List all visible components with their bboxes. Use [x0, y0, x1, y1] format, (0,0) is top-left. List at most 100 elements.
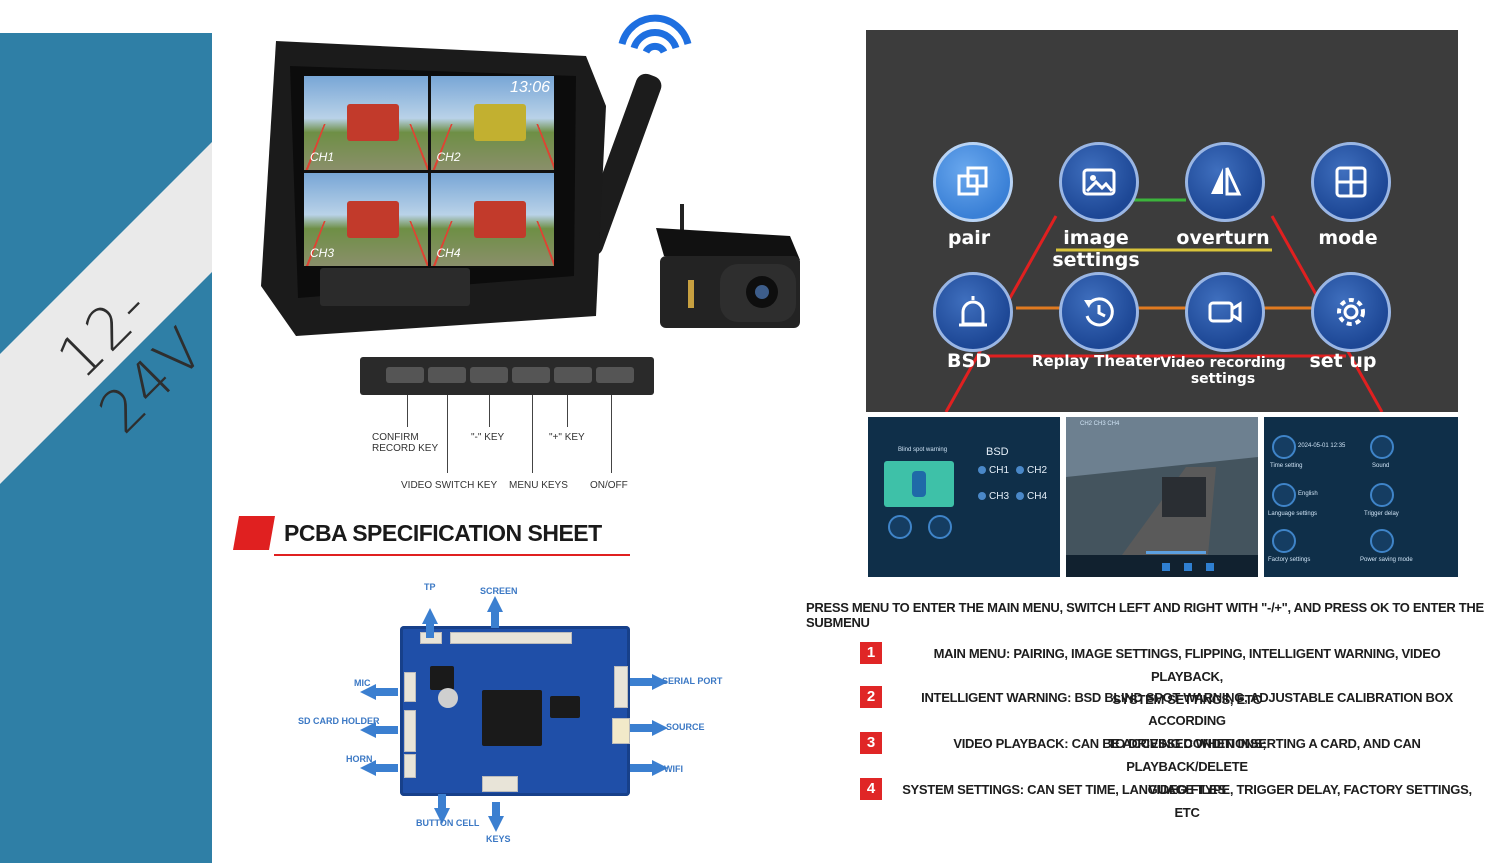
source-connector: [612, 718, 630, 744]
clock-icon[interactable]: [1272, 435, 1296, 459]
menu-mode-label: mode: [1318, 227, 1378, 249]
wifi-signal-icon: [618, 14, 692, 54]
pair-icon: [957, 166, 988, 196]
alarm-icon: [959, 296, 987, 327]
menu-mode-button[interactable]: [1311, 142, 1391, 222]
wireless-camera: [656, 204, 800, 328]
screen-connector: [450, 632, 572, 644]
pcb-board: [400, 626, 630, 796]
camera-view-ch4: CH4: [430, 172, 554, 266]
power-saving-icon[interactable]: [1370, 529, 1394, 553]
pcb-label-source: SOURCE: [666, 722, 705, 732]
channel-label: CH4: [436, 246, 461, 260]
grid-icon: [1335, 166, 1367, 198]
menu-video-recording-label: Video recording settings: [1160, 355, 1286, 387]
pcb-label-keys: KEYS: [486, 834, 511, 844]
bsd-ch1-toggle[interactable]: CH1: [978, 465, 1009, 476]
settings-item-trigger: Trigger delay: [1364, 511, 1399, 517]
plus-key-label: "+" KEY: [549, 432, 585, 443]
channel-label: CH3: [310, 246, 335, 260]
bsd-screen-thumbnail: Blind spot warning BSD CH1 CH2 CH3 CH4: [868, 417, 1060, 577]
pcba-title: PCBA SPECIFICATION SHEET: [284, 520, 602, 546]
menu-setup-label: set up: [1309, 350, 1377, 372]
bsd-ch4-toggle[interactable]: CH4: [1016, 491, 1047, 502]
camera-view-ch2: 13:06 CH2: [430, 76, 554, 170]
sound-icon[interactable]: [1370, 435, 1394, 459]
pcb-label-mic: MIC: [354, 678, 371, 688]
mic-connector: [404, 672, 416, 702]
factory-reset-icon[interactable]: [1272, 529, 1296, 553]
menu-pair-button[interactable]: [933, 142, 1013, 222]
channel-label: CH1: [310, 149, 335, 164]
settings-item-factory: Factory settings: [1268, 557, 1311, 563]
video-camera-icon: [1208, 301, 1242, 323]
instruction-number: 4: [860, 778, 882, 800]
calibration-icon[interactable]: [888, 515, 912, 539]
voltage-band: 12-24V: [0, 33, 212, 863]
pcb-label-sd-card: SD CARD HOLDER: [298, 716, 380, 726]
menu-image-settings-button[interactable]: [1059, 142, 1139, 222]
menu-image-settings-label: image settings: [1052, 227, 1140, 271]
pcba-underline: [274, 554, 630, 556]
small-chip: [430, 666, 454, 690]
playback-screen-thumbnail: CH2 CH3 CH4: [1066, 417, 1258, 577]
bsd-ch3-toggle[interactable]: CH3: [978, 491, 1009, 502]
bsd-title: BSD: [986, 446, 1009, 458]
menu-bsd-label: BSD: [947, 350, 991, 372]
pcb-label-tp: TP: [424, 582, 436, 592]
serial-port-connector: [614, 666, 628, 708]
settings-date: 2024-05-01 12:35: [1298, 443, 1346, 449]
bsd-ch2-toggle[interactable]: CH2: [1016, 465, 1047, 476]
monitor-button-strip: [360, 357, 654, 395]
minus-button[interactable]: [470, 367, 508, 383]
confirm-record-button[interactable]: [386, 367, 424, 383]
pcb-label-serial-port: SERIAL PORT: [662, 676, 723, 686]
menu-keys-label: MENU KEYS: [509, 480, 568, 491]
camera-view-ch3: CH3: [304, 172, 428, 266]
menu-replay-label: Replay Theater: [1031, 352, 1161, 370]
menu-overturn-button[interactable]: [1185, 142, 1265, 222]
image-icon: [1082, 168, 1116, 196]
bsd-caption: Blind spot warning: [898, 447, 948, 453]
menu-replay-button[interactable]: [1059, 272, 1139, 352]
pcba-title-marker: [233, 516, 275, 550]
settings-item-time: Time setting: [1270, 463, 1303, 469]
bsd-car-preview: [884, 461, 954, 507]
instruction-text: MAIN MENU: PAIRING, IMAGE SETTINGS, FLIP…: [933, 646, 1441, 707]
setting-icon[interactable]: [928, 515, 952, 539]
horn-connector: [404, 754, 416, 778]
monitor-screen: CH1 13:06 CH2 CH3 CH4: [304, 76, 554, 266]
main-menu-panel: pair image settings overturn mode BSD: [866, 30, 1458, 412]
menu-button[interactable]: [512, 367, 550, 383]
gear-icon: [1337, 298, 1365, 326]
playback-channels: CH2 CH3 CH4: [1080, 421, 1120, 427]
instruction-text: SYSTEM SETTINGS: CAN SET TIME, LANGUAGE …: [902, 782, 1472, 820]
trigger-delay-icon[interactable]: [1370, 483, 1394, 507]
settings-item-sound: Sound: [1372, 463, 1390, 469]
overturn-icon: [1211, 167, 1242, 196]
plus-button[interactable]: [554, 367, 592, 383]
replay-icon: [1084, 297, 1114, 327]
settings-item-power: Power saving mode: [1360, 557, 1413, 563]
power-button[interactable]: [596, 367, 634, 383]
pcb-arrows: [360, 596, 668, 832]
instruction-text: VIDEO PLAYBACK: CAN BE ACCESSED WHEN INS…: [953, 736, 1421, 797]
video-switch-button[interactable]: [428, 367, 466, 383]
instruction-number: 1: [860, 642, 882, 664]
instruction-text: INTELLIGENT WARNING: BSD BLIND SPOT WARN…: [921, 690, 1453, 751]
monitor-clock: 13:06: [509, 79, 550, 96]
menu-video-recording-button[interactable]: [1185, 272, 1265, 352]
instructions-header: PRESS MENU TO ENTER THE MAIN MENU, SWITC…: [806, 600, 1484, 630]
minus-key-label: "-" KEY: [471, 432, 505, 443]
button-cell: [438, 688, 458, 708]
keys-connector: [482, 776, 518, 792]
language-icon[interactable]: [1272, 483, 1296, 507]
menu-bsd-button[interactable]: [933, 272, 1013, 352]
camera-view-ch1: CH1: [304, 76, 428, 170]
instruction-number: 3: [860, 732, 882, 754]
menu-overturn-label: overturn: [1176, 227, 1270, 249]
pcb-label-screen: SCREEN: [480, 586, 518, 596]
pcb-label-wifi: WIFI: [664, 764, 683, 774]
menu-setup-button[interactable]: [1311, 272, 1391, 352]
